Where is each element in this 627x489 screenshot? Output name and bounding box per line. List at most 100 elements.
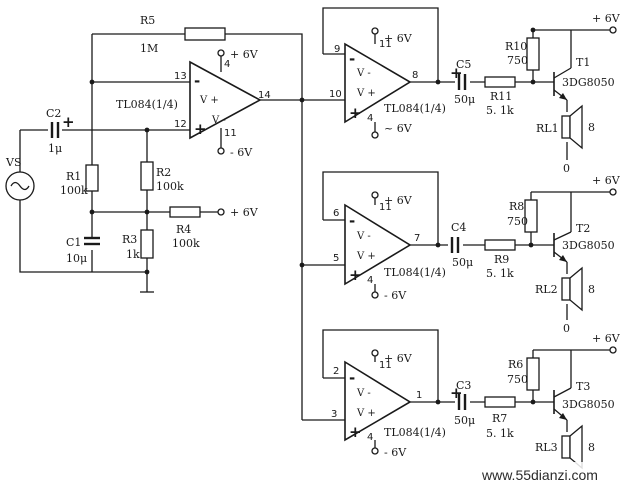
- input-opamp-pin-vee: 11: [224, 128, 237, 139]
- r6-name: R6: [508, 358, 523, 371]
- t2-value: 3DG8050: [562, 239, 615, 252]
- input-opamp-vee-label: - 6V: [230, 146, 253, 159]
- r6-value: 750: [507, 373, 528, 386]
- ch3-pin-out: 1: [416, 390, 422, 401]
- ch1-supply-label: + 6V: [592, 12, 621, 25]
- ch1-ground-label: 0: [563, 162, 570, 175]
- r8-name: R8: [509, 200, 524, 213]
- r7-value: 5. 1k: [486, 427, 514, 440]
- r10-name: R10: [505, 40, 527, 53]
- input-opamp-pin-vcc: 4: [224, 59, 230, 70]
- watermark-background: [478, 462, 627, 486]
- t2-name: T2: [576, 222, 590, 235]
- channel-1: + 6V - + V - V + 9 10 8 11 4 TL084(1/4) …: [322, 7, 621, 175]
- ch3-opamp-vplus: V +: [356, 408, 376, 419]
- ch1-opamp-plus: +: [349, 104, 362, 122]
- r9-resistor: [484, 239, 516, 251]
- ch1-opamp: [344, 42, 412, 124]
- ch2-pin-inv: 6: [333, 208, 339, 219]
- channel-2: + 6V - + V - V + 6 5 7 11 4 TL084(1/4) +…: [322, 171, 621, 335]
- ch3-vcc-label: + 6V: [384, 352, 413, 365]
- r3-name: R3: [122, 233, 137, 246]
- ch1-pin-vee: 4: [367, 113, 373, 124]
- input-opamp-plus: +: [194, 120, 207, 138]
- input-opamp-minus: -: [194, 72, 200, 90]
- r9-name: R9: [494, 253, 509, 266]
- r1-value: 100k: [60, 184, 88, 197]
- r4-resistor: [169, 206, 201, 218]
- ch1-opamp-minus: -: [349, 50, 355, 68]
- channel-3: + 6V - + V - V + 2 3 1 11 4 TL084(1/4) +…: [322, 329, 621, 470]
- c5-polarity: +: [450, 64, 463, 82]
- rl2-name: RL2: [535, 283, 558, 296]
- input-opamp-pin-inv: 13: [174, 71, 187, 82]
- r7-resistor: [484, 396, 516, 408]
- ch2-opamp-vplus: V +: [356, 251, 376, 262]
- ch3-pin-vcc: 11: [379, 360, 392, 371]
- rl2-value: 8: [588, 283, 595, 296]
- ch2-opamp-minus: -: [349, 212, 355, 230]
- ch2-ground-label: 0: [563, 322, 570, 335]
- ch3-vee-label: - 6V: [384, 446, 407, 459]
- t3-value: 3DG8050: [562, 398, 615, 411]
- ch1-vcc-label: + 6V: [384, 32, 413, 45]
- rl1-name: RL1: [536, 122, 559, 135]
- r5-resistor: [184, 27, 226, 41]
- r2-name: R2: [156, 166, 171, 179]
- t1-value: 3DG8050: [562, 76, 615, 89]
- ch1-opamp-vplus: V +: [356, 88, 376, 99]
- t3-name: T3: [576, 380, 590, 393]
- input-opamp-part: TL084(1/4): [116, 98, 178, 111]
- input-opamp-vplus: V +: [199, 95, 219, 106]
- ch3-opamp-vminus: V -: [356, 388, 371, 399]
- ch2-vee-label: - 6V: [384, 289, 407, 302]
- r6-resistor: [526, 357, 540, 391]
- ch3-opamp: [344, 360, 412, 442]
- r7-name: R7: [492, 412, 507, 425]
- rl1-speaker: [561, 104, 583, 150]
- r9-value: 5. 1k: [486, 267, 514, 280]
- r3-resistor: [140, 229, 154, 259]
- c3-value: 50μ: [454, 414, 475, 427]
- r8-value: 750: [507, 215, 528, 228]
- r2-resistor: [140, 161, 154, 191]
- input-opamp-vcc-label: + 6V: [230, 48, 259, 61]
- input-opamp-pin-out: 14: [258, 90, 271, 101]
- ch3-pin-inv: 2: [333, 366, 339, 377]
- r10-resistor: [526, 37, 540, 71]
- ch1-pin-vcc: 11: [379, 39, 392, 50]
- ch2-opamp-plus: +: [349, 266, 362, 284]
- c5-value: 50μ: [454, 93, 475, 106]
- ch3-opamp-minus: -: [349, 369, 355, 387]
- input-stage: R5 1M VS C2 + 1μ R1 100k R2 100k C1 10μ …: [5, 14, 305, 293]
- r11-resistor: [484, 76, 516, 88]
- ch3-opamp-plus: +: [349, 423, 362, 441]
- c2-name: C2: [46, 107, 61, 120]
- r11-name: R11: [490, 90, 512, 103]
- ch1-pin-inv: 9: [334, 44, 340, 55]
- c1-name: C1: [66, 236, 81, 249]
- ch2-opamp: [344, 203, 412, 286]
- c2-value: 1μ: [48, 142, 62, 155]
- r4-value: 100k: [172, 237, 200, 250]
- ch3-supply-label: + 6V: [592, 332, 621, 345]
- ch2-pin-noninv: 5: [333, 253, 339, 264]
- input-opamp-pin-noninv: 12: [174, 119, 187, 130]
- input-opamp: [189, 60, 262, 140]
- ch1-vee-label: ~ 6V: [384, 122, 413, 135]
- r5-value: 1M: [140, 42, 158, 55]
- watermark: www.55dianzi.com: [481, 467, 598, 483]
- r1-resistor: [85, 164, 99, 192]
- r3-value: 1k: [126, 248, 140, 261]
- rl1-value: 8: [588, 121, 595, 134]
- source-label: VS: [5, 156, 21, 169]
- ch2-vcc-label: + 6V: [384, 194, 413, 207]
- ch3-pin-vee: 4: [367, 432, 373, 443]
- r2-value: 100k: [156, 180, 184, 193]
- c4-name: C4: [451, 221, 466, 234]
- rl2-speaker: [561, 266, 583, 312]
- ch2-opamp-part: TL084(1/4): [384, 266, 446, 279]
- ch2-pin-vcc: 11: [379, 202, 392, 213]
- ch2-supply-label: + 6V: [592, 174, 621, 187]
